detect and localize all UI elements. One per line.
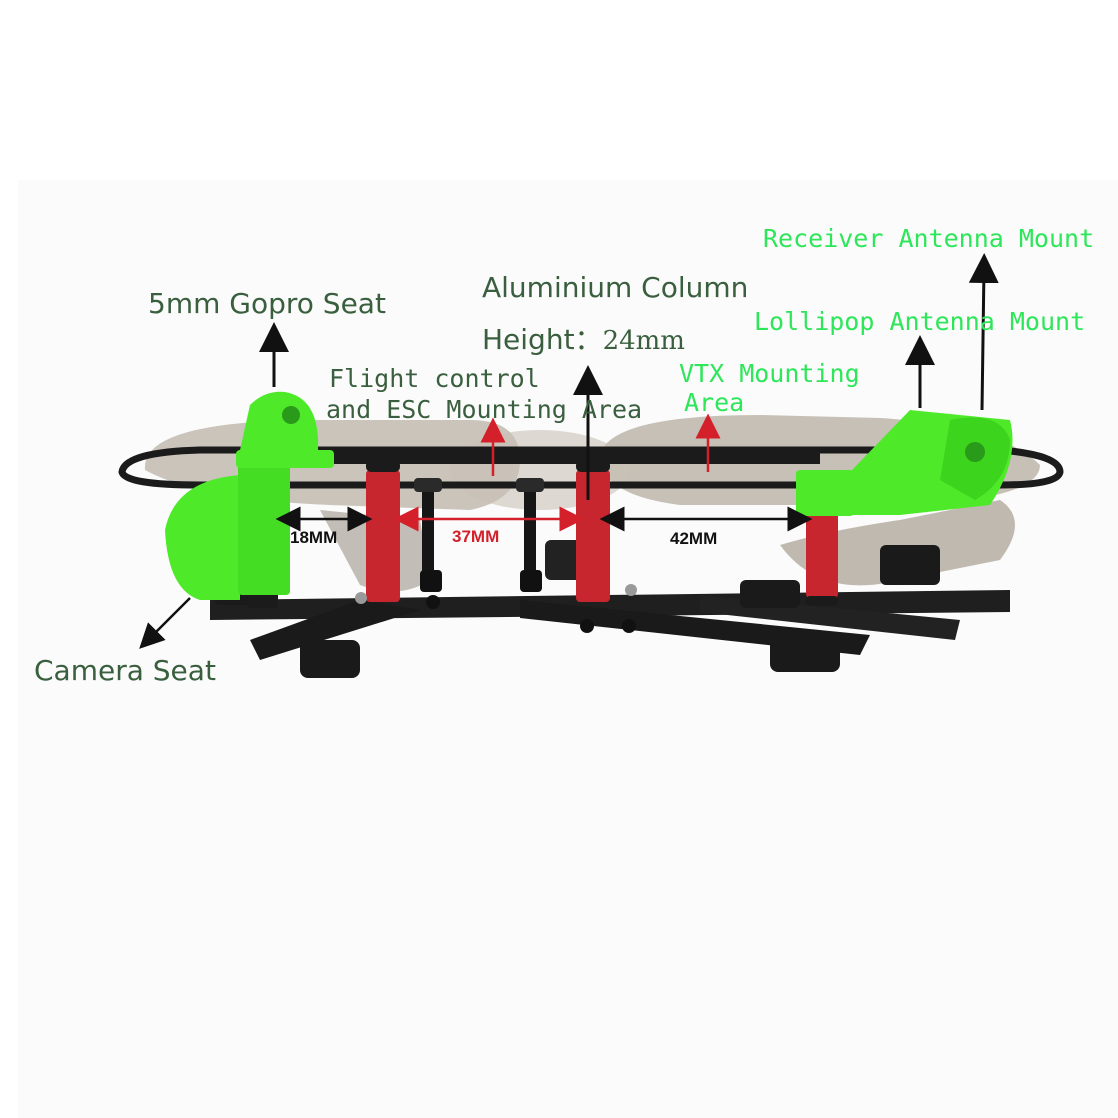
camera-seat-label: Camera Seat — [34, 654, 216, 687]
dim-37-label: 37MM — [452, 527, 500, 546]
pointer-arrows — [139, 253, 999, 649]
height-prefix: Height： — [482, 323, 603, 356]
flight-control-label-line1: Flight control — [329, 364, 540, 393]
top-band — [0, 0, 1118, 180]
aluminium-column-label: Aluminium Column — [482, 271, 749, 304]
receiver-arrow — [968, 253, 999, 411]
bottom-x-frame — [210, 540, 1010, 678]
dim-18-label: 18MM — [290, 528, 338, 547]
frame-screws — [355, 584, 637, 633]
height-value: 24mm — [602, 326, 685, 356]
vtx-label-line2: Area — [684, 388, 745, 417]
aluminium-standoffs — [248, 460, 838, 608]
top-plate — [118, 446, 1064, 489]
flight-control-label-line2: and ESC Mounting Area — [326, 395, 643, 424]
vtx-label-line1: VTX Mounting — [679, 359, 860, 388]
lollipop-antenna-label: Lollipop Antenna Mount — [754, 307, 1086, 336]
camera-seat-arrow — [139, 597, 191, 649]
area-arrows — [480, 413, 721, 476]
dim-42-label: 42MM — [670, 529, 718, 548]
camera-and-gopro-mount — [165, 391, 334, 600]
antenna-mount — [796, 410, 1013, 516]
gopro-seat-label: 5mm Gopro Seat — [148, 287, 386, 320]
receiver-antenna-label: Receiver Antenna Mount — [763, 224, 1095, 253]
height-label: Height：24mm — [482, 323, 685, 356]
